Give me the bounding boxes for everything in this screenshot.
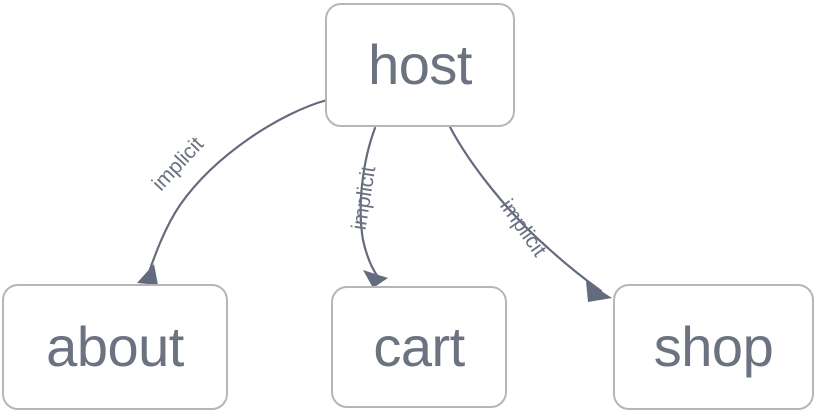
node-about-label: about (46, 315, 184, 378)
edge-host-about-path (147, 98, 329, 274)
edge-host-cart-arrowhead (363, 270, 388, 288)
edge-host-shop[interactable] (448, 125, 612, 302)
node-shop[interactable]: shop (613, 284, 814, 410)
node-cart[interactable]: cart (331, 286, 507, 408)
edge-host-shop-path (448, 125, 603, 293)
node-host[interactable]: host (325, 3, 515, 127)
node-shop-label: shop (653, 315, 774, 378)
edge-host-about-arrowhead (137, 264, 158, 285)
node-host-label: host (368, 33, 472, 96)
edge-host-about[interactable] (137, 98, 329, 285)
edge-host-cart[interactable] (359, 126, 388, 288)
node-cart-label: cart (373, 315, 465, 378)
edge-host-shop-arrowhead (586, 281, 612, 302)
edge-host-cart-path (359, 126, 380, 279)
node-about[interactable]: about (2, 284, 228, 410)
